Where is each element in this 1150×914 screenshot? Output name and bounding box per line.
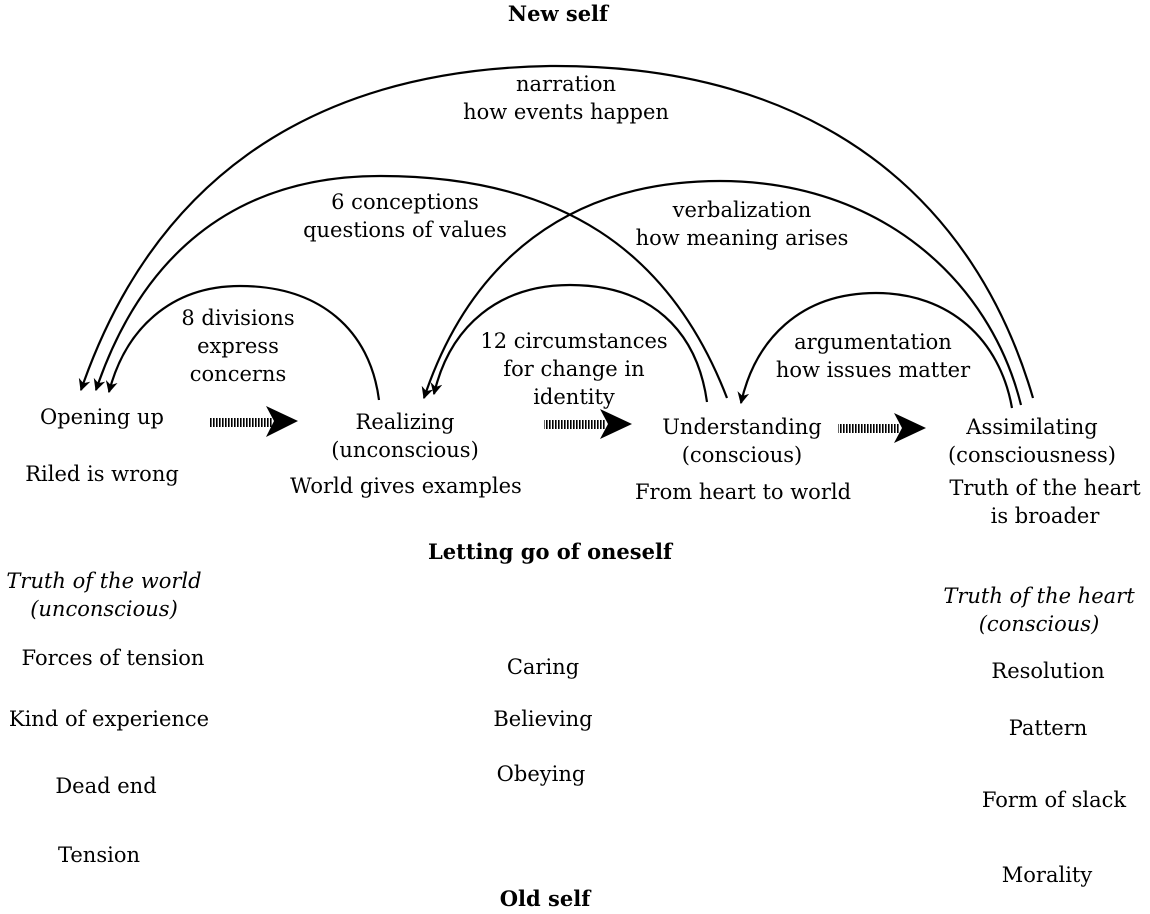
- stage-realizing: Realizing (unconscious): [331, 410, 479, 462]
- arc-narration: [78, 64, 1035, 399]
- arc-argumentation: [737, 291, 1014, 409]
- stage-assimilating-desc: Truth of the heart is broader: [949, 476, 1141, 528]
- stage-understanding-desc: From heart to world: [634, 480, 852, 504]
- heading-old-self: Old self: [499, 886, 591, 911]
- arc-divisions: [105, 284, 381, 401]
- left-column-item: Dead end: [55, 774, 157, 798]
- arc-conceptions: [93, 174, 729, 399]
- right-column-title: Truth of the heart (conscious): [943, 584, 1135, 636]
- progress-arrow-1: [210, 406, 298, 437]
- middle-column-item: Caring: [506, 655, 580, 679]
- middle-column-item: Obeying: [496, 762, 586, 786]
- label-verbalization: verbalization how meaning arises: [635, 198, 849, 250]
- label-conceptions: 6 conceptions questions of values: [303, 190, 507, 242]
- left-column-item: Forces of tension: [21, 646, 205, 670]
- arc-circumstances: [430, 283, 709, 403]
- label-divisions: 8 divisions express concerns: [181, 306, 295, 386]
- right-column-item: Form of slack: [981, 788, 1127, 812]
- right-column-item: Resolution: [991, 659, 1105, 683]
- progress-arrow-2: [544, 409, 632, 439]
- middle-column-item: Believing: [493, 707, 593, 731]
- stage-understanding: Understanding (conscious): [662, 415, 822, 467]
- stage-opening-up-desc: Riled is wrong: [25, 462, 179, 486]
- stage-opening-up: Opening up: [40, 405, 164, 429]
- heading-new-self: New self: [507, 1, 609, 26]
- stage-realizing-desc: World gives examples: [290, 474, 522, 498]
- stage-assimilating: Assimilating (consciousness): [947, 415, 1117, 467]
- progress-arrow-3: [838, 413, 926, 443]
- left-column-item: Kind of experience: [8, 707, 210, 731]
- heading-letting-go: Letting go of oneself: [428, 539, 672, 564]
- right-column-item: Morality: [1001, 863, 1093, 887]
- left-column-item: Tension: [58, 843, 140, 867]
- label-argumentation: argumentation how issues matter: [775, 330, 971, 382]
- label-narration: narration how events happen: [463, 72, 669, 124]
- arc-verbalization: [421, 179, 1023, 406]
- left-column-title: Truth of the world (unconscious): [6, 569, 202, 621]
- label-circumstances: 12 circumstances for change in identity: [480, 329, 668, 409]
- right-column-item: Pattern: [1008, 716, 1088, 740]
